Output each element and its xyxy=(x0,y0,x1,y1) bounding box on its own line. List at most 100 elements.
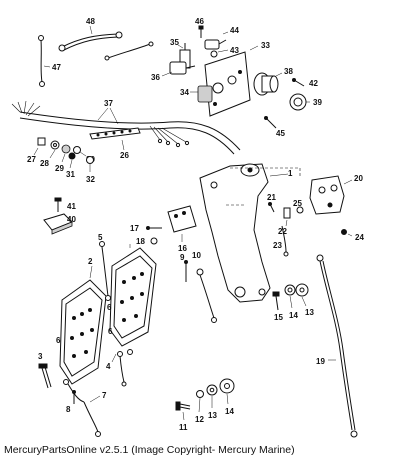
label-6c: 6 xyxy=(108,327,113,336)
label-26: 26 xyxy=(120,151,129,160)
part-33-mounting-plate xyxy=(204,45,259,117)
part-23-wire xyxy=(281,225,289,257)
part-36-toggle xyxy=(161,61,196,77)
label-15: 15 xyxy=(274,313,283,322)
label-8: 8 xyxy=(66,405,71,414)
part-47-wire xyxy=(38,35,51,87)
part-14-washer-upper xyxy=(284,284,296,309)
part-38-ignition-switch xyxy=(253,72,283,96)
label-13a: 13 xyxy=(305,308,314,317)
label-35: 35 xyxy=(170,38,179,47)
part-14-washer-lower xyxy=(219,378,235,405)
part-13-washer-upper xyxy=(295,283,309,307)
label-23: 23 xyxy=(273,241,282,250)
part-20-starter-solenoid xyxy=(309,175,353,215)
part-31-nut xyxy=(68,152,76,169)
label-32: 32 xyxy=(86,175,95,184)
part-26-connector-strip xyxy=(89,127,141,151)
label-36: 36 xyxy=(151,73,160,82)
label-31: 31 xyxy=(66,170,75,179)
part-21-screw xyxy=(268,202,275,213)
part-3-bolt xyxy=(38,363,52,389)
part-19-cable xyxy=(316,254,358,438)
part-2-switch-box-left xyxy=(59,265,107,385)
part-2-switch-box-right xyxy=(109,244,157,347)
label-38: 38 xyxy=(284,67,293,76)
label-18: 18 xyxy=(136,237,145,246)
part-43-nut xyxy=(210,49,229,58)
part-11-bolt xyxy=(175,401,191,421)
label-20: 20 xyxy=(354,174,363,183)
label-33: 33 xyxy=(261,41,270,50)
part-7-wire xyxy=(63,379,101,437)
label-6a: 6 xyxy=(107,303,112,312)
part-46-screw xyxy=(198,25,204,38)
part-16-voltage-regulator xyxy=(167,205,197,242)
label-2a: 2 xyxy=(88,257,93,266)
label-16: 16 xyxy=(178,244,187,253)
part-34-solenoid xyxy=(190,85,213,103)
label-43: 43 xyxy=(230,46,239,55)
part-25-washer xyxy=(296,206,304,214)
label-42: 42 xyxy=(309,79,318,88)
part-wire-small xyxy=(104,41,154,61)
part-48-jumper-wire xyxy=(58,25,123,52)
label-44: 44 xyxy=(230,26,239,35)
label-14a: 14 xyxy=(289,311,298,320)
part-32-cap xyxy=(86,156,94,172)
label-28: 28 xyxy=(40,159,49,168)
part-41-screw xyxy=(54,197,62,212)
part-40-rectifier xyxy=(43,213,73,235)
label-47: 47 xyxy=(52,63,61,72)
label-14b: 14 xyxy=(225,407,234,416)
image-caption: MercuryPartsOnline v2.5.1 (Image Copyrig… xyxy=(4,444,295,456)
label-17: 17 xyxy=(130,224,139,233)
part-18-washer xyxy=(150,237,158,245)
label-48: 48 xyxy=(86,17,95,26)
part-27-screw xyxy=(33,137,46,156)
part-29-nut xyxy=(61,144,71,163)
part-1-mounting-bracket xyxy=(199,163,301,303)
label-29: 29 xyxy=(55,164,64,173)
part-9-screw xyxy=(184,260,188,282)
label-1: 1 xyxy=(288,169,293,178)
label-25: 25 xyxy=(293,199,302,208)
label-3: 3 xyxy=(38,352,43,361)
part-30-washer xyxy=(73,146,87,157)
label-39: 39 xyxy=(313,98,322,107)
part-13-washer-lower xyxy=(206,384,218,408)
label-19: 19 xyxy=(316,357,325,366)
label-7: 7 xyxy=(102,391,107,400)
label-10: 10 xyxy=(192,251,201,260)
part-12-lockwasher xyxy=(196,390,204,413)
part-17-screw xyxy=(146,226,162,230)
label-11: 11 xyxy=(179,423,188,432)
part-37-wiring-harness xyxy=(11,100,241,155)
label-24: 24 xyxy=(355,233,364,242)
label-37: 37 xyxy=(104,99,113,108)
part-10-wire xyxy=(196,268,217,323)
label-41: 41 xyxy=(67,202,76,211)
part-22-terminal xyxy=(283,207,291,227)
label-21: 21 xyxy=(267,193,276,202)
label-40: 40 xyxy=(67,215,76,224)
label-12: 12 xyxy=(195,415,204,424)
part-42-screw xyxy=(292,78,305,87)
part-5-wire xyxy=(99,241,111,301)
label-5: 5 xyxy=(98,233,103,242)
part-28-washer xyxy=(49,140,60,159)
part-39-nut xyxy=(289,93,310,111)
part-4-wire xyxy=(111,349,133,387)
label-4: 4 xyxy=(106,362,111,371)
label-9: 9 xyxy=(180,253,185,262)
part-44-switch xyxy=(204,31,229,50)
label-45: 45 xyxy=(276,129,285,138)
part-15-bolt xyxy=(272,291,280,311)
label-27: 27 xyxy=(27,155,36,164)
part-45-screw xyxy=(264,116,277,129)
part-24-nut xyxy=(341,229,353,237)
label-46: 46 xyxy=(195,17,204,26)
label-34: 34 xyxy=(180,88,189,97)
part-8-screw xyxy=(72,390,76,404)
